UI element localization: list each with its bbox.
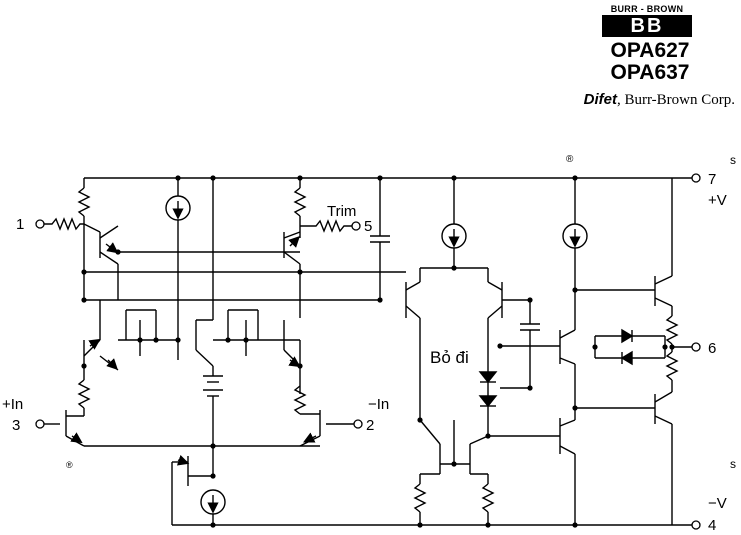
pin2-terminal[interactable] <box>353 419 363 429</box>
junction-dots <box>81 175 675 528</box>
pin5-label: 5 <box>364 218 372 235</box>
pin3-terminal[interactable] <box>35 419 45 429</box>
s-bottom-label: s <box>730 457 736 471</box>
pin2-label: 2 <box>366 417 374 434</box>
pin4-terminal[interactable] <box>691 520 701 530</box>
plus-v-label: +V <box>708 192 727 209</box>
overlay-text: Bỏ đi <box>430 348 469 367</box>
logo-mark: BB <box>602 15 692 37</box>
trim-label: Trim <box>327 203 356 220</box>
pin-terminals <box>35 173 701 530</box>
registered-mark-left: ® <box>66 460 73 470</box>
logo-brand-text: BURR - BROWN <box>610 4 684 14</box>
pin7-terminal[interactable] <box>691 173 701 183</box>
s-top-label: s <box>730 153 736 167</box>
pin1-label: 1 <box>16 216 24 233</box>
pin1-terminal[interactable] <box>35 219 45 229</box>
subtitle-brand: Difet <box>583 91 617 108</box>
pin4-label: 4 <box>708 517 716 534</box>
plus-in-label: +In <box>2 396 23 413</box>
pin3-label: 3 <box>12 417 20 434</box>
part-number-opa637: OPA637 <box>610 61 690 84</box>
minus-v-label: −V <box>708 495 727 512</box>
subtitle: Difet, Burr-Brown Corp. <box>545 91 735 109</box>
burr-brown-logo: BURR - BROWN BB <box>597 4 697 37</box>
pin6-label: 6 <box>708 340 716 357</box>
pin7-label: 7 <box>708 171 716 188</box>
pin5-terminal[interactable] <box>351 221 361 231</box>
current-source-arrows <box>70 201 581 514</box>
registered-mark-top: ® <box>566 154 574 165</box>
part-number-opa627: OPA627 <box>610 39 690 62</box>
pin6-terminal[interactable] <box>691 342 701 352</box>
subtitle-rest: , Burr-Brown Corp. <box>616 92 735 108</box>
schematic-wires <box>44 177 692 526</box>
minus-in-label: −In <box>368 396 389 413</box>
